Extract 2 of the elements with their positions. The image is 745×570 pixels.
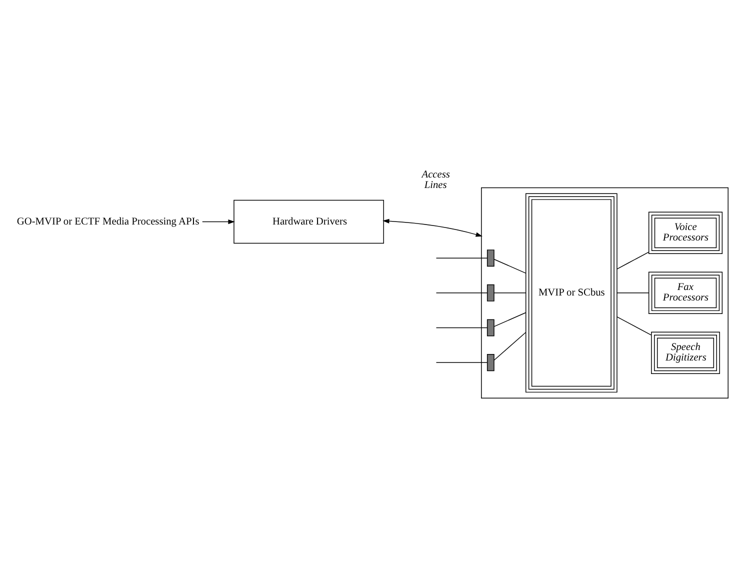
label: Access Lines [422,168,450,190]
node-text: GO-MVIP or ECTF Media Processing APIs [16,216,200,228]
